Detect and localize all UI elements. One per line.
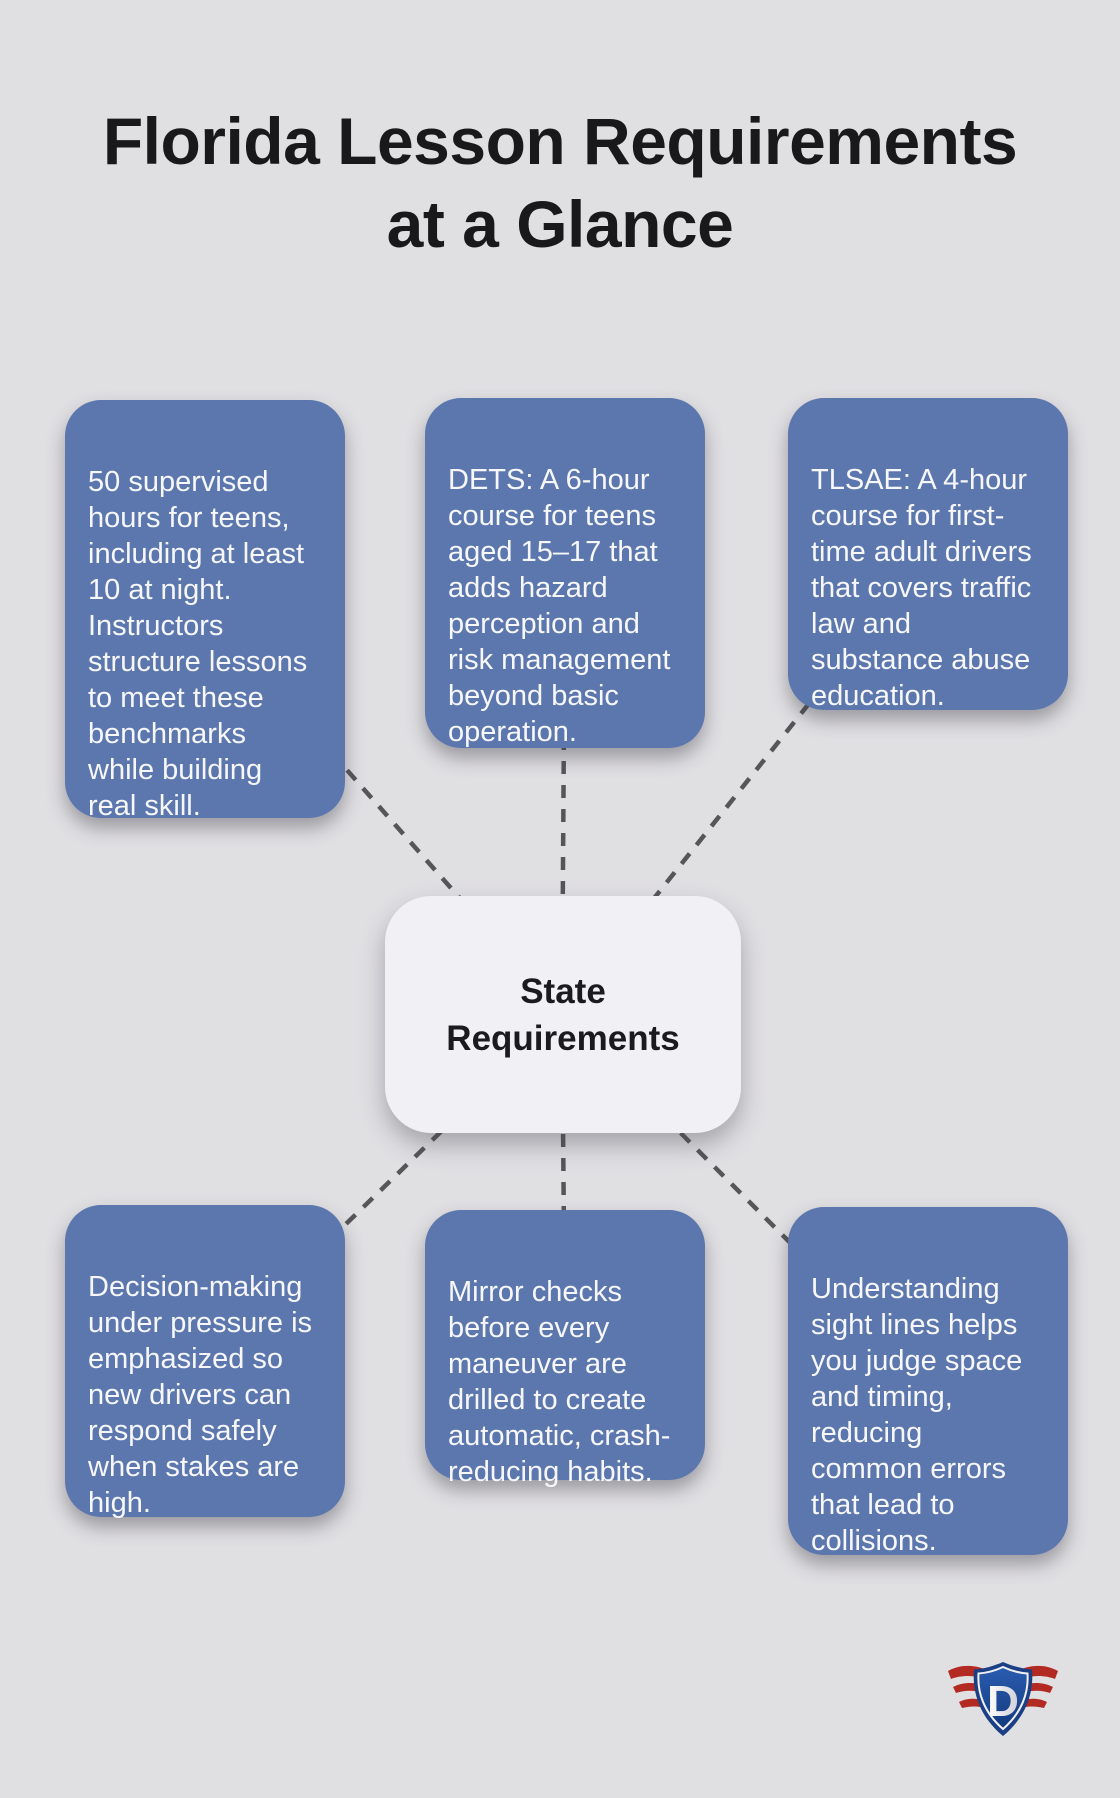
card-sight-lines: Understanding sight lines helps you judg… [788, 1207, 1068, 1557]
center-node-label: State Requirements [446, 971, 680, 1058]
card-text: DETS: A 6-hour course for teens aged 15–… [448, 464, 671, 748]
card-text: 50 supervised hours for teens, including… [88, 466, 308, 822]
card-decision-making: Decision-making under pressure is emphas… [65, 1205, 345, 1519]
connector-line [203, 607, 564, 1016]
card-text: Understanding sight lines helps you judg… [811, 1273, 1023, 1557]
logo-letter: D [987, 1677, 1019, 1726]
page-title: Florida Lesson Requirements at a Glance [102, 104, 1018, 261]
card-text: Mirror checks before every maneuver are … [448, 1276, 671, 1488]
card-tlsae: TLSAE: A 4-hour course for first- time a… [788, 398, 1068, 712]
shield-icon: D [973, 1662, 1033, 1736]
card-mirror-checks: Mirror checks before every maneuver are … [425, 1210, 705, 1488]
brand-logo: D [948, 1662, 1058, 1736]
center-node: State Requirements [385, 896, 741, 1133]
card-dets: DETS: A 6-hour course for teens aged 15–… [425, 398, 705, 748]
card-text: Decision-making under pressure is emphas… [88, 1271, 313, 1519]
card-text: TLSAE: A 4-hour course for first- time a… [811, 464, 1032, 712]
card-supervised-hours: 50 supervised hours for teens, including… [65, 400, 345, 822]
